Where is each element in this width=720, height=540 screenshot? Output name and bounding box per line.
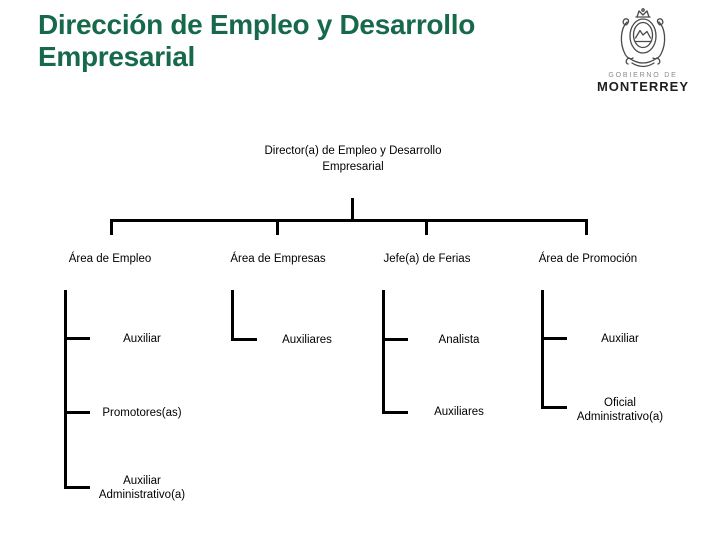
connector-drop-ferias — [425, 219, 428, 235]
org-node-empleo-promotores: Promotores(as) — [102, 407, 182, 419]
logo-caption-top: GOBIERNO DE — [608, 72, 678, 79]
org-node-director-line-1: Director(a) de Empleo y Desarrollo — [264, 145, 442, 157]
org-node-empresas-auxiliares: Auxiliares — [282, 334, 332, 346]
connector-root-stem — [351, 198, 354, 221]
org-node-area-de-promocion: Área de Promoción — [538, 253, 638, 265]
page-title-line-2: Empresarial — [38, 41, 196, 72]
connector-top-bar — [110, 219, 588, 222]
connector-promocion-spine — [541, 290, 544, 409]
connector-empleo-tick-2 — [64, 411, 90, 414]
connector-promocion-tick-1 — [541, 337, 567, 340]
connector-ferias-tick-2 — [382, 411, 408, 414]
monterrey-logo: GOBIERNO DE MONTERREY — [596, 8, 690, 94]
org-node-area-de-empresas: Área de Empresas — [230, 253, 326, 265]
org-node-jefe-de-ferias: Jefe(a) de Ferias — [383, 253, 471, 265]
page-title-line-1: Dirección de Empleo y Desarrollo — [38, 9, 475, 40]
monterrey-crest-icon — [620, 8, 666, 68]
connector-empleo-tick-3 — [64, 486, 90, 489]
connector-ferias-spine — [382, 290, 385, 414]
org-node-area-de-empleo: Área de Empleo — [68, 253, 152, 265]
connector-drop-empresas — [276, 219, 279, 235]
connector-empleo-spine — [64, 290, 67, 489]
org-node-empleo-auxiliar-admin: Auxiliar Administrativo(a) — [98, 475, 186, 501]
org-node-empleo-auxiliar: Auxiliar — [123, 333, 161, 345]
connector-promocion-tick-2 — [541, 406, 567, 409]
org-node-promocion-oficial-admin: Oficial Administrativo(a) — [576, 397, 664, 423]
connector-drop-empleo — [110, 219, 113, 235]
connector-drop-promocion — [585, 219, 588, 235]
connector-empresas-spine — [231, 290, 234, 341]
org-node-ferias-analista: Analista — [438, 334, 480, 346]
org-node-ferias-auxiliares: Auxiliares — [434, 406, 484, 418]
page-title: Dirección de Empleo y Desarrollo Empresa… — [38, 9, 475, 73]
org-node-director-line-2: Empresarial — [322, 161, 384, 173]
connector-empresas-tick-1 — [231, 338, 257, 341]
org-node-promocion-auxiliar: Auxiliar — [601, 333, 639, 345]
org-node-director: Director(a) de Empleo y Desarrollo Empre… — [228, 143, 478, 175]
connector-ferias-tick-1 — [382, 338, 408, 341]
logo-caption-bottom: MONTERREY — [596, 79, 690, 94]
connector-empleo-tick-1 — [64, 337, 90, 340]
